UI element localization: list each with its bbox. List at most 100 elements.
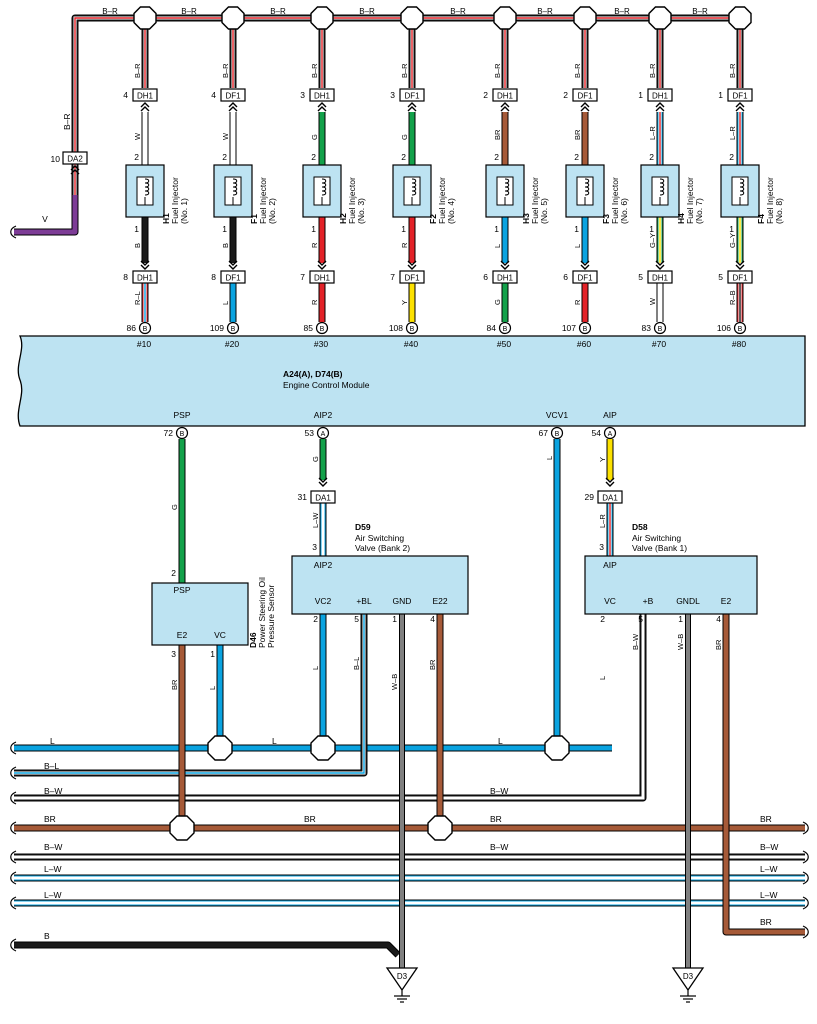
- bus-b-wire: [14, 942, 400, 957]
- inj6-num: (No. 6): [619, 198, 629, 224]
- inj6-ecm-pin: [578, 321, 592, 335]
- inj4-low-wire-label: Y: [400, 300, 409, 305]
- ecm-bottom-label-2: VCV1: [546, 410, 568, 420]
- ecm-bottom-pin-num-3: 54: [592, 428, 602, 438]
- inj8-bot-connector-box: [727, 270, 753, 284]
- bus-junction-1: [221, 6, 245, 30]
- inj3-bus-wire-label: B–R: [310, 63, 319, 78]
- inj3-bot-chevron-a: [317, 264, 327, 270]
- inj7-bot-chevron-b: [655, 260, 665, 266]
- da2-pin: 10: [51, 154, 61, 164]
- inj1-bot-connector-label: DH1: [137, 274, 154, 283]
- bus-junction-4: [493, 6, 517, 30]
- inj4-mid-wire-label: R: [400, 242, 409, 248]
- inj1-top-chevron-a: [140, 102, 150, 108]
- bus-right-break-1: [802, 850, 809, 864]
- d59-name2: Valve (Bank 2): [355, 543, 410, 553]
- inj6-top-chevron-b: [580, 106, 590, 112]
- inj1-top-connector-label: DH1: [137, 92, 154, 101]
- inj3-low-wire-label: R: [310, 299, 319, 305]
- da2-connector-box: [62, 151, 88, 165]
- bus-br2-wire-outline: [722, 612, 805, 936]
- d58-pin-label-1: +B: [643, 596, 654, 606]
- d58-name2: Valve (Bank 1): [632, 543, 687, 553]
- top-bus-label-4: B–R: [450, 7, 466, 16]
- inj6-bot-chevron-b: [580, 260, 590, 266]
- bus-left-break-5: [10, 871, 17, 885]
- inj5-num: (No. 5): [539, 198, 549, 224]
- inj3-top-connector-label: DH1: [314, 92, 331, 101]
- inj6-code: F3: [601, 214, 611, 224]
- inj5-top-connector-label: DH1: [497, 92, 514, 101]
- aip2-wire-2-label: L–W: [311, 512, 320, 528]
- d59-gnd-wire-label: W–B: [390, 674, 399, 690]
- d59-code: D59: [355, 522, 371, 532]
- inj8-name: Fuel Injector: [765, 177, 775, 224]
- inj6-bot-chevron-a: [580, 264, 590, 270]
- bus-left-break-1: [10, 766, 17, 780]
- inj6-bot-connector-label: DF1: [577, 274, 593, 283]
- bus-bl-wire-stripe: [14, 612, 365, 774]
- d46-body: [151, 582, 249, 646]
- d58-vc-wire-label: L: [598, 676, 607, 680]
- inj5-name: Fuel Injector: [530, 177, 540, 224]
- inj3-top-chevron-a: [317, 102, 327, 108]
- inj2-pin-upper: 2: [222, 152, 227, 162]
- inj4-top-connector-box: [399, 88, 425, 102]
- inj3-top-chevron-b: [317, 106, 327, 112]
- inj2-ecm-pin: [226, 321, 240, 335]
- inj1-num: (No. 1): [179, 198, 189, 224]
- inj4-name: Fuel Injector: [437, 177, 447, 224]
- d46-label-psp: PSP: [173, 585, 190, 595]
- inj8-top-pin: 1: [718, 90, 723, 100]
- aip2-da1-connector-box: [310, 490, 336, 504]
- bus-junction-0: [133, 6, 157, 30]
- inj5-bot-connector-box: [492, 270, 518, 284]
- ground-d3-left-tri: [385, 967, 419, 992]
- bus-left-break-3: [10, 821, 17, 835]
- inj5-pin-upper: 2: [494, 152, 499, 162]
- bus-junction-3: [400, 6, 424, 30]
- inj4-coil-icon: [411, 178, 417, 196]
- d46-pin-top: 2: [171, 568, 176, 578]
- ecm-module-box: [17, 335, 806, 427]
- inj2-pin-lower: 1: [222, 224, 227, 234]
- inj3-bot-chevron-b: [317, 260, 327, 266]
- d59-pin-label-2: GND: [393, 596, 412, 606]
- inj6-ecm-pin-letter: B: [583, 326, 588, 333]
- inj2-top-pin: 4: [211, 90, 216, 100]
- inj2-bot-chevron-a: [228, 264, 238, 270]
- inj3-ecm-label: #30: [314, 339, 328, 349]
- inj2-num: (No. 2): [267, 198, 277, 224]
- aip2-da1-pin: 31: [298, 492, 308, 502]
- inj8-ecm-pin-num: 106: [717, 323, 731, 333]
- inj4-bus-wire-label: B–R: [400, 63, 409, 78]
- inj8-upper-wire-label: L–R: [728, 126, 737, 140]
- d46-code: D46: [248, 632, 258, 648]
- aip-chevron-b: [605, 477, 615, 483]
- inj5-bot-connector-label: DH1: [497, 274, 514, 283]
- inj8-ecm-pin-letter: B: [738, 326, 743, 333]
- inj8-bus-wire-label: B–R: [728, 63, 737, 78]
- inj8-bot-chevron-a: [735, 264, 745, 270]
- bus-br2-label: BR: [760, 917, 772, 927]
- bus-lw1-label-1: L–W: [44, 864, 61, 874]
- inj4-top-chevron-b: [407, 106, 417, 112]
- inj6-coil-icon: [584, 178, 590, 196]
- inj5-bot-chevron-b: [500, 260, 510, 266]
- inj2-bot-pin: 8: [211, 272, 216, 282]
- inj8-ecm-pin: [733, 321, 747, 335]
- inj1-bot-pin: 8: [123, 272, 128, 282]
- top-bus-label-6: B–R: [614, 7, 630, 16]
- inj1-ecm-label: #10: [137, 339, 151, 349]
- bus-right-break-3: [802, 896, 809, 910]
- junction-l-3: [544, 735, 570, 761]
- inj3-top-pin: 3: [300, 90, 305, 100]
- bus-br-label-1: BR: [44, 814, 56, 824]
- inj5-pin-lower: 1: [494, 224, 499, 234]
- inj3-bot-connector-label: DH1: [314, 274, 331, 283]
- inj7-upper-wire-label: L–R: [648, 126, 657, 140]
- da2-chevron-b: [70, 169, 80, 175]
- bus-lw1-label-2: L–W: [760, 864, 777, 874]
- inj7-ecm-pin: [653, 321, 667, 335]
